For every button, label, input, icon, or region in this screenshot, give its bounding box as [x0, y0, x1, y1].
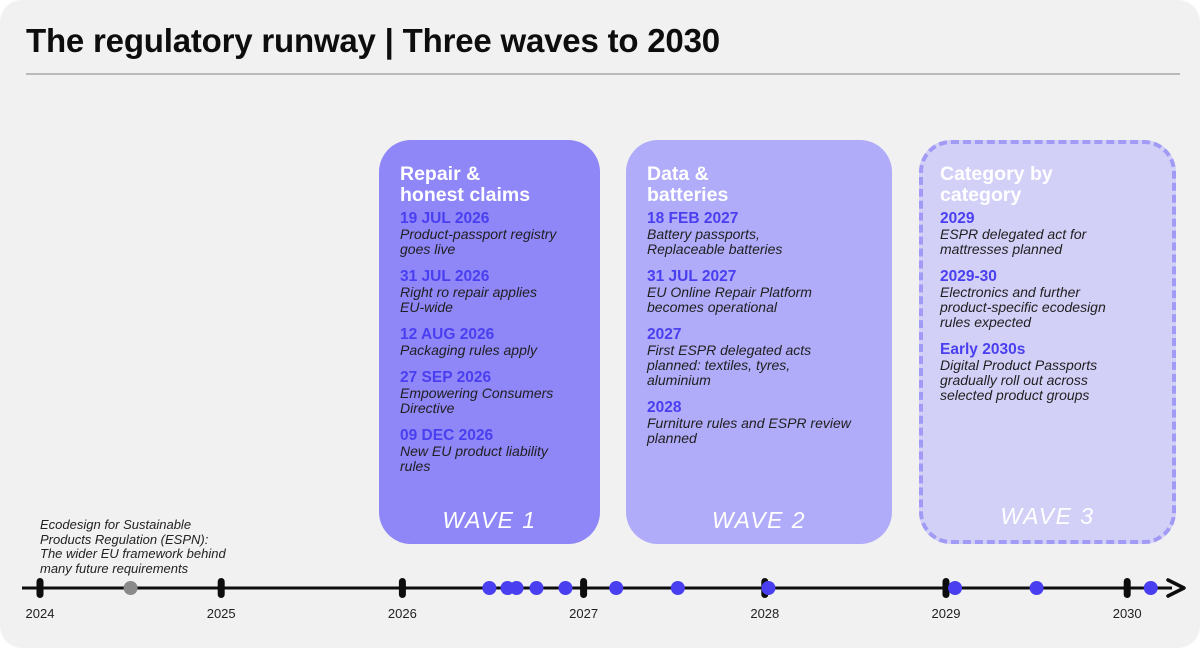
wave-label: WAVE 3: [1000, 503, 1095, 529]
milestone-dot: [1029, 581, 1044, 595]
event-item: 18 FEB 2027 Battery passports, Replaceab…: [647, 210, 872, 257]
milestone-dot: [482, 581, 497, 595]
event-item: 19 JUL 2026 Product-passport registry go…: [400, 210, 580, 257]
event-date: 2029: [940, 210, 975, 227]
year-label: 2025: [206, 606, 236, 621]
event-item: 31 JUL 2026 Right ro repair applies EU-w…: [400, 268, 580, 315]
event-description: Product-passport registry goes live: [400, 226, 557, 257]
event-date: Early 2030s: [940, 341, 1026, 358]
event-item: 2029 ESPR delegated act for mattresses p…: [940, 210, 1156, 257]
timeline-arrow-icon: [1166, 578, 1186, 598]
espn-note: Ecodesign for Sustainable Products Regul…: [40, 517, 226, 576]
wave-label: WAVE 1: [442, 507, 537, 533]
event-item: 12 AUG 2026 Packaging rules apply: [400, 326, 580, 358]
event-date: 2027: [647, 326, 682, 343]
milestone-dot: [1143, 581, 1158, 595]
event-description: New EU product liability rules: [400, 443, 548, 474]
year-label: 2028: [750, 606, 780, 621]
event-date: 12 AUG 2026: [400, 326, 495, 343]
title-divider: [26, 73, 1180, 75]
year-tick: [1123, 578, 1131, 598]
year-label: 2030: [1112, 606, 1142, 621]
event-description: Electronics and further product-specific…: [940, 284, 1106, 330]
event-description: First ESPR delegated acts planned: texti…: [647, 342, 812, 388]
event-date: 18 FEB 2027: [647, 210, 739, 227]
milestone-dot: [529, 581, 544, 595]
year-tick: [942, 578, 950, 598]
year-tick: [217, 578, 225, 598]
wave-label: WAVE 2: [711, 507, 807, 533]
event-date: 31 JUL 2027: [647, 268, 737, 285]
year-tick: [398, 578, 406, 598]
event-item: 31 JUL 2027 EU Online Repair Platform be…: [647, 268, 872, 315]
year-tick: [580, 578, 588, 598]
event-item: 2028 Furniture rules and ESPR review pla…: [647, 399, 872, 446]
timeline: 2024 2025 2026 2027 2028 2029 2030: [0, 570, 1200, 648]
event-date: 19 JUL 2026: [400, 210, 490, 227]
event-description: Battery passports, Replaceable batteries: [647, 226, 783, 257]
event-description: Furniture rules and ESPR review planned: [647, 415, 851, 446]
wave-3-panel: Category by category 2029 ESPR delegated…: [919, 140, 1176, 544]
event-item: Early 2030s Digital Product Passports gr…: [940, 341, 1156, 403]
event-description: Digital Product Passports gradually roll…: [940, 357, 1098, 403]
event-date: 09 DEC 2026: [400, 427, 494, 444]
milestone-dot: [670, 581, 685, 595]
event-description: EU Online Repair Platform becomes operat…: [647, 284, 812, 315]
milestone-dot: [609, 581, 624, 595]
timeline-axis: [22, 578, 1186, 598]
event-date: 2029-30: [940, 268, 997, 285]
year-label: 2027: [569, 606, 599, 621]
event-description: Right ro repair applies EU-wide: [400, 284, 537, 315]
wave-1-panel: Repair & honest claims 19 JUL 2026 Produ…: [379, 140, 600, 544]
espn-marker: [123, 581, 138, 595]
year-label: 2026: [387, 606, 417, 621]
milestone-dot: [761, 581, 776, 595]
event-description: Packaging rules apply: [400, 342, 537, 358]
wave-heading: Category by category: [940, 163, 1053, 206]
wave-heading: Repair & honest claims: [400, 163, 531, 206]
event-date: 27 SEP 2026: [400, 369, 492, 386]
wave-2-panel: Data & batteries 18 FEB 2027 Battery pas…: [626, 140, 892, 544]
milestone-dot: [509, 581, 524, 595]
event-item: 09 DEC 2026 New EU product liability rul…: [400, 427, 580, 474]
year-label: 2024: [25, 606, 55, 621]
milestone-dot: [558, 581, 573, 595]
page-title: The regulatory runway | Three waves to 2…: [26, 22, 720, 59]
year-tick: [36, 578, 44, 598]
event-description: Empowering Consumers Directive: [400, 385, 554, 416]
event-item: 2029-30 Electronics and further product-…: [940, 268, 1156, 330]
year-label: 2029: [931, 606, 961, 621]
event-description: ESPR delegated act for mattresses planne…: [940, 226, 1087, 257]
event-item: 2027 First ESPR delegated acts planned: …: [647, 326, 872, 388]
event-item: 27 SEP 2026 Empowering Consumers Directi…: [400, 369, 580, 416]
wave-heading: Data & batteries: [647, 163, 729, 206]
event-date: 31 JUL 2026: [400, 268, 490, 285]
event-date: 2028: [647, 399, 682, 416]
milestone-dot: [948, 581, 963, 595]
